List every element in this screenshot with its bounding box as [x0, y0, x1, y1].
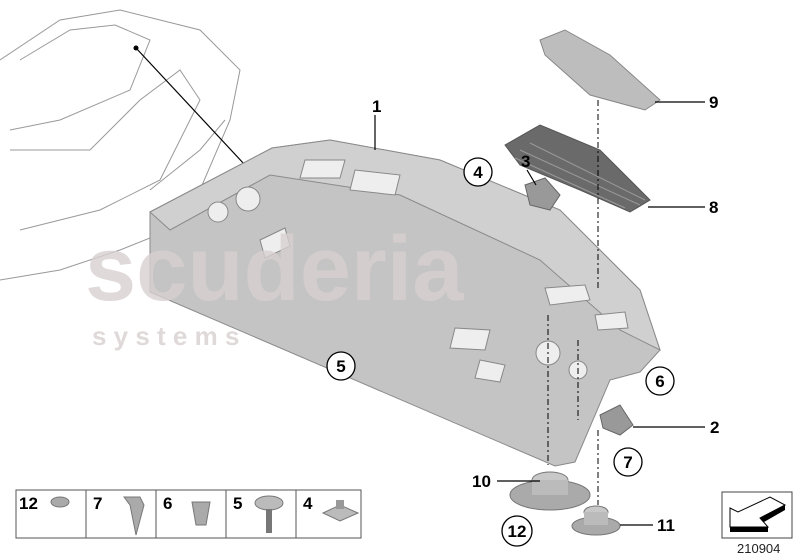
watermark-line2: s y s t e m s — [92, 321, 239, 351]
callout-12: 12 — [501, 515, 533, 547]
callout-3: 3 — [521, 152, 530, 171]
callout-9: 9 — [709, 93, 718, 112]
callout-11: 11 — [657, 516, 675, 535]
watermark: scuderia s y s t e m s — [85, 218, 464, 351]
leader-line — [135, 47, 246, 166]
legend-label-4: 4 — [303, 494, 313, 513]
part-2-bracket — [599, 404, 634, 436]
diagram-id: 210904 — [737, 541, 780, 556]
car-outline — [0, 9, 241, 281]
callout-5: 5 — [326, 351, 356, 381]
svg-text:6: 6 — [655, 372, 664, 391]
svg-text:5: 5 — [336, 357, 345, 376]
watermark-line1: scuderia — [85, 218, 464, 320]
svg-text:7: 7 — [623, 453, 632, 472]
part-8-grille — [504, 124, 651, 213]
legend-label-7: 7 — [93, 494, 102, 513]
fastener-legend: 12 7 6 5 4 — [15, 489, 362, 539]
part-11-speaker — [571, 505, 621, 536]
callout-4: 4 — [463, 157, 493, 187]
legend-label-5: 5 — [233, 494, 242, 513]
svg-text:4: 4 — [473, 163, 483, 182]
part-9-cover — [539, 29, 661, 111]
legend-label-12: 12 — [19, 494, 38, 513]
svg-text:12: 12 — [508, 522, 527, 541]
part-10-speaker — [509, 471, 591, 511]
parcel-shelf — [149, 139, 661, 467]
callout-6: 6 — [645, 366, 675, 396]
part-3-bracket — [524, 177, 561, 211]
callout-1: 1 — [372, 97, 381, 116]
callout-7: 7 — [613, 447, 643, 477]
callout-8: 8 — [709, 198, 718, 217]
view-direction-icon — [721, 491, 793, 539]
callout-10: 10 — [472, 472, 491, 491]
callout-2: 2 — [710, 418, 719, 437]
legend-label-6: 6 — [163, 494, 172, 513]
